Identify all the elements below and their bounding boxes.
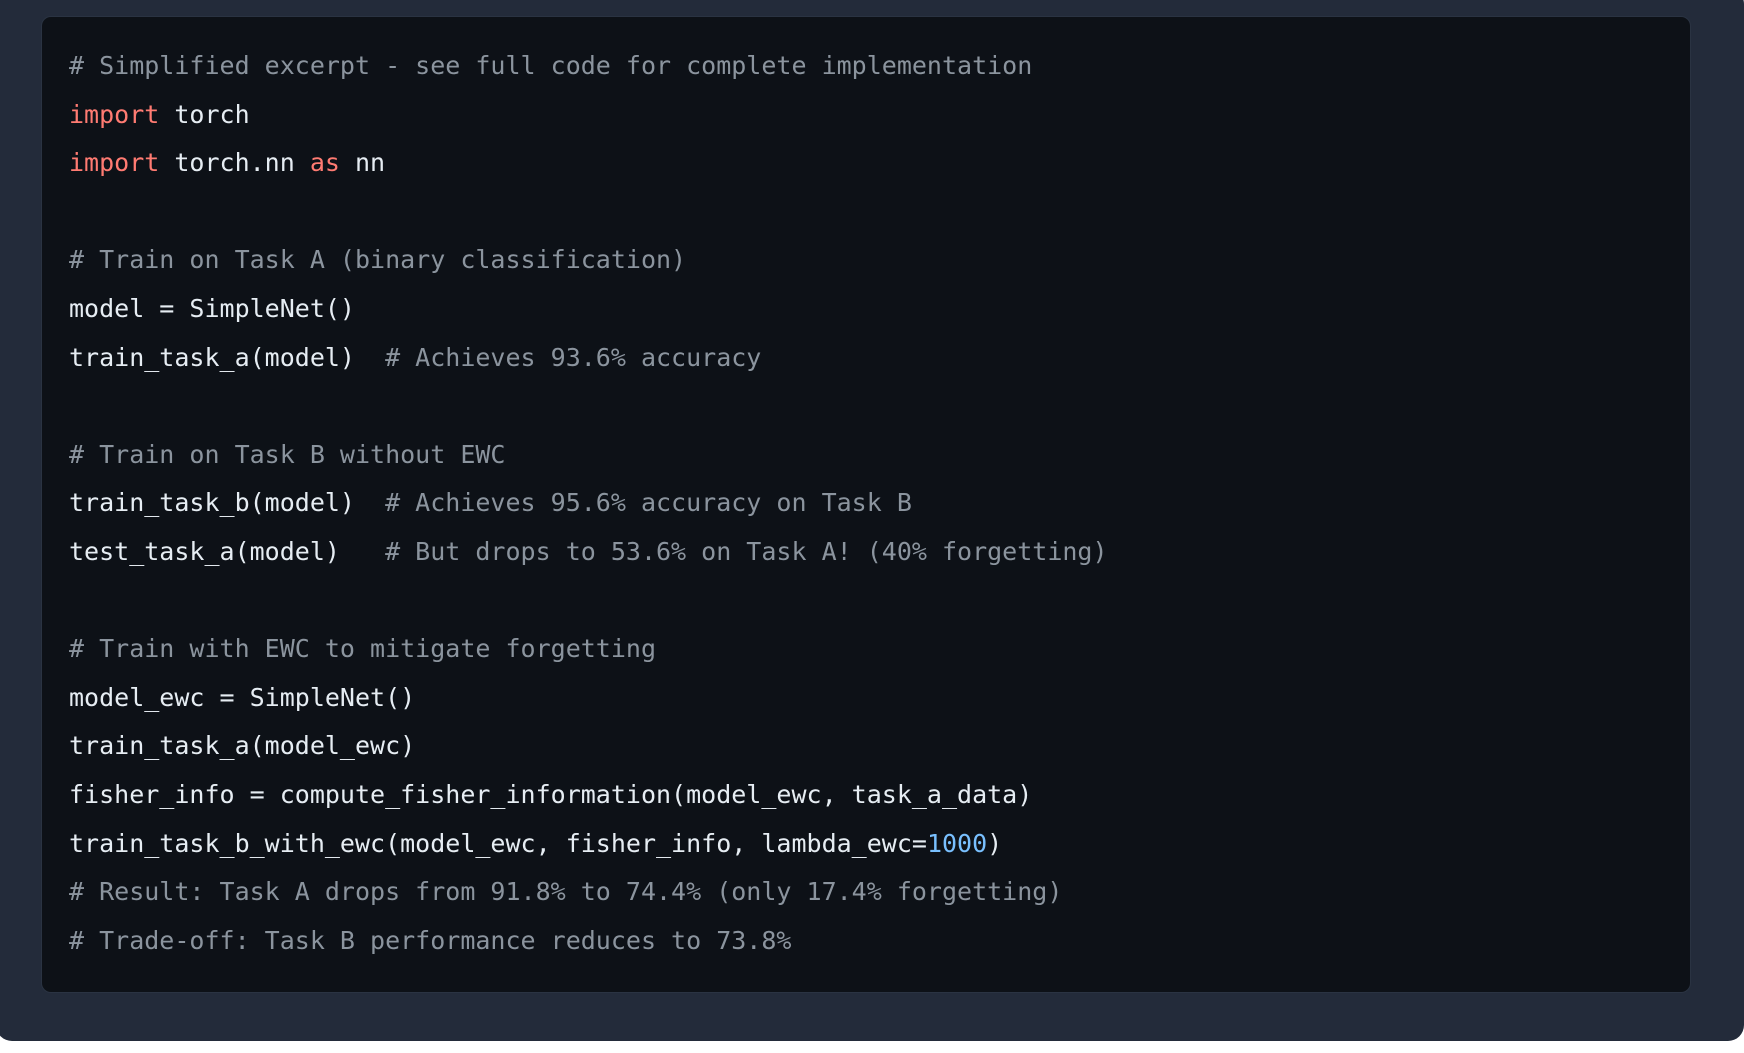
code-line: import torch.nn as nn [69,139,1680,188]
code-token-comment: # Train with EWC to mitigate forgetting [69,634,656,664]
code-line: train_task_b(model) # Achieves 95.6% acc… [69,479,1680,528]
code-token-comment: # Achieves 93.6% accuracy [385,342,762,372]
code-token-plain: test_task_a(model) [69,536,386,566]
code-block: # Simplified excerpt - see full code for… [41,16,1691,993]
code-line: fisher_info = compute_fisher_information… [69,771,1680,820]
code-line: import torch [69,91,1680,140]
code-token-comment: # But drops to 53.6% on Task A! (40% for… [385,536,1108,566]
code-token-plain: train_task_b_with_ewc(model_ewc, fisher_… [69,828,927,858]
code-token-plain: fisher_info = compute_fisher_information… [69,779,1033,809]
code-line [69,188,1680,237]
code-token-plain: model_ewc = SimpleNet() [69,682,416,712]
code-token-plain: torch.nn [159,148,310,178]
code-token-keyword: import [69,99,160,129]
code-content: # Simplified excerpt - see full code for… [69,42,1680,965]
code-token-plain: model = SimpleNet() [69,293,355,323]
code-token-comment: # Trade-off: Task B performance reduces … [69,925,792,955]
code-line: model_ewc = SimpleNet() [69,674,1680,723]
code-line [69,577,1680,626]
code-line: # Train on Task A (binary classification… [69,236,1680,285]
code-token-keyword: as [309,148,340,178]
code-line: # Result: Task A drops from 91.8% to 74.… [69,868,1680,917]
code-token-comment: # Train on Task A (binary classification… [69,245,687,275]
code-token-comment: # Achieves 95.6% accuracy on Task B [385,488,912,518]
code-line: train_task_a(model) # Achieves 93.6% acc… [69,334,1680,383]
code-line [69,382,1680,431]
code-line: test_task_a(model) # But drops to 53.6% … [69,528,1680,577]
code-token-plain: ) [987,828,1003,858]
code-line: model = SimpleNet() [69,285,1680,334]
code-token-comment: # Train on Task B without EWC [69,439,506,469]
code-token-keyword: import [69,148,160,178]
code-token-plain: train_task_b(model) [69,488,386,518]
code-line: # Trade-off: Task B performance reduces … [69,917,1680,966]
code-token-plain: train_task_a(model) [69,342,386,372]
code-line: train_task_a(model_ewc) [69,722,1680,771]
code-line: # Train with EWC to mitigate forgetting [69,625,1680,674]
code-token-plain: train_task_a(model_ewc) [69,731,416,761]
code-token-plain: nn [339,148,386,178]
code-line: # Train on Task B without EWC [69,431,1680,480]
code-token-plain: torch [159,99,250,129]
code-token-comment: # Result: Task A drops from 91.8% to 74.… [69,877,1063,907]
code-token-number: 1000 [926,828,988,858]
code-line: # Simplified excerpt - see full code for… [69,42,1680,91]
code-token-comment: # Simplified excerpt - see full code for… [69,51,1033,80]
code-line: train_task_b_with_ewc(model_ewc, fisher_… [69,820,1680,869]
